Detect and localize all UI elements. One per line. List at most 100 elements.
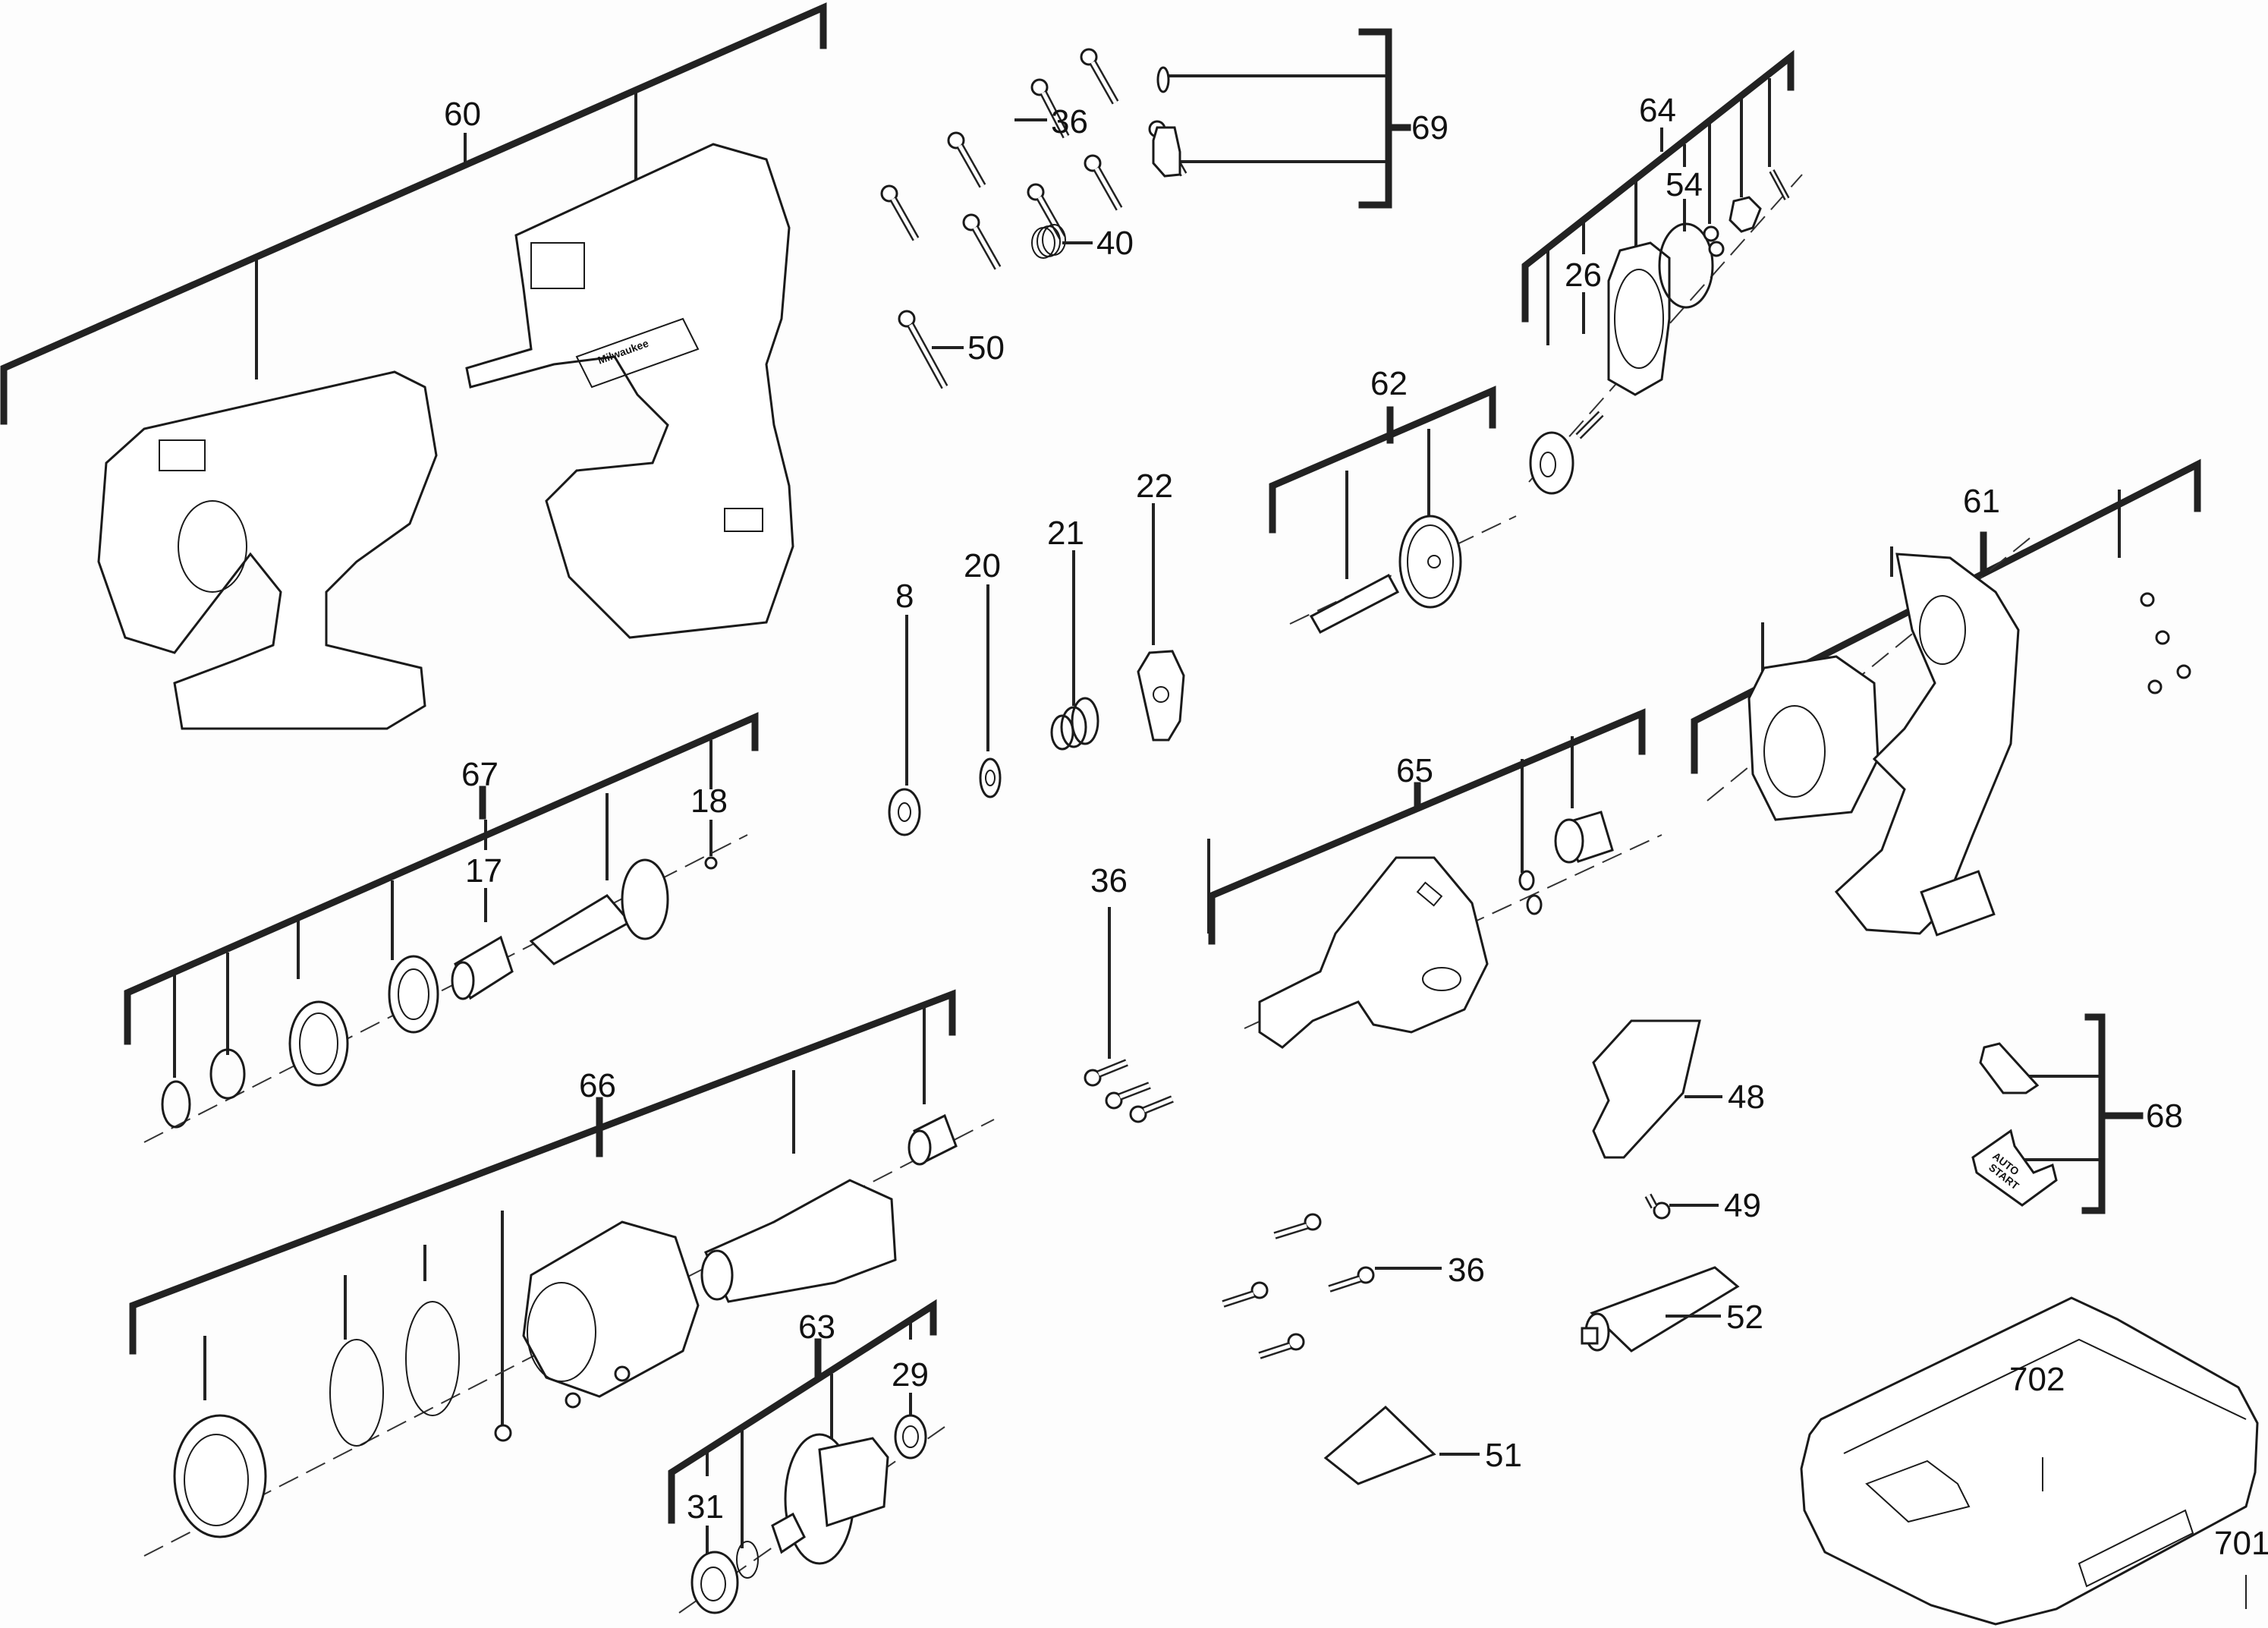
label-701[interactable]: 701 [2214, 1525, 2268, 1562]
clutch-sleeve-66[interactable] [522, 1220, 700, 1398]
label-61[interactable]: 61 [1963, 483, 2000, 520]
retaining-ring-66b[interactable] [405, 1301, 460, 1416]
screw[interactable] [1129, 1095, 1174, 1123]
label-21[interactable]: 21 [1047, 515, 1084, 552]
label-36a[interactable]: 36 [1051, 103, 1088, 140]
label-66[interactable]: 66 [579, 1067, 616, 1104]
shaft-62[interactable] [1309, 573, 1400, 634]
label-50[interactable]: 50 [967, 329, 1005, 367]
washer-8[interactable] [888, 788, 921, 836]
label-67[interactable]: 67 [461, 756, 499, 793]
long-screw-50[interactable] [898, 310, 948, 389]
label-65[interactable]: 65 [1396, 752, 1433, 789]
retaining-ring-66a[interactable] [329, 1339, 384, 1447]
stator-61[interactable] [1747, 655, 1880, 821]
housing-left-half[interactable] [97, 370, 438, 730]
label-36b[interactable]: 36 [1090, 862, 1128, 899]
label-48[interactable]: 48 [1728, 1079, 1765, 1116]
rotor-63[interactable] [818, 1437, 889, 1528]
screw[interactable] [1084, 1059, 1128, 1087]
ball-66[interactable] [565, 1392, 581, 1409]
bearing-67[interactable] [388, 955, 439, 1034]
screw-61[interactable] [2147, 679, 2163, 694]
label-49[interactable]: 49 [1724, 1187, 1761, 1224]
grease-tube-52[interactable] [1590, 1266, 1740, 1352]
carry-case-701[interactable] [1800, 1296, 2259, 1626]
label-69[interactable]: 69 [1411, 109, 1449, 146]
label-8[interactable]: 8 [895, 578, 914, 615]
label-51[interactable]: 51 [1485, 1437, 1522, 1474]
screw-61[interactable] [2140, 592, 2155, 607]
label-31[interactable]: 31 [687, 1488, 724, 1526]
clutch-lever-64[interactable] [1729, 196, 1762, 233]
screw[interactable] [1084, 154, 1123, 211]
gear-62[interactable] [1398, 515, 1462, 609]
label-36c[interactable]: 36 [1448, 1252, 1485, 1289]
label-702[interactable]: 702 [2009, 1361, 2065, 1398]
spindle-67[interactable] [529, 894, 632, 965]
screw-61[interactable] [2176, 664, 2191, 679]
screw[interactable] [1030, 78, 1070, 139]
ball-65[interactable] [1526, 894, 1543, 915]
screw[interactable] [1328, 1266, 1375, 1293]
belt-clip-48[interactable] [1592, 1019, 1701, 1159]
screw[interactable] [1080, 48, 1119, 105]
spring-40[interactable] [1031, 224, 1066, 259]
label-20[interactable]: 20 [964, 547, 1001, 584]
screw[interactable] [1105, 1082, 1151, 1110]
screw[interactable] [880, 184, 920, 241]
label-60[interactable]: 60 [444, 96, 481, 133]
spring-21[interactable] [1050, 697, 1099, 751]
screw-61[interactable] [2155, 630, 2170, 645]
spindle-66[interactable] [704, 1179, 897, 1303]
gear-case-65[interactable] [1258, 856, 1489, 1049]
screw[interactable] [1222, 1281, 1269, 1308]
ball-18[interactable] [704, 856, 718, 870]
screw[interactable] [1258, 1333, 1305, 1359]
torsion-spring[interactable] [1703, 225, 1719, 242]
housing-left-motor-bay [178, 500, 247, 593]
o-ring-54[interactable] [1658, 222, 1714, 309]
clip-67[interactable] [209, 1048, 246, 1100]
autostart-button-68[interactable] [1971, 1129, 2058, 1207]
bearing-64[interactable] [1529, 431, 1574, 495]
label-68[interactable]: 68 [2146, 1097, 2183, 1135]
ball-65[interactable] [1518, 870, 1535, 891]
retaining-ring-63[interactable] [736, 1541, 759, 1579]
label-17[interactable]: 17 [465, 852, 502, 890]
label-29[interactable]: 29 [892, 1356, 929, 1393]
housing-right-half[interactable] [465, 143, 794, 639]
switch-button-68[interactable] [1979, 1042, 2040, 1094]
label-18[interactable]: 18 [690, 783, 728, 820]
screw-49[interactable] [1644, 1193, 1671, 1220]
case-handle[interactable] [2078, 1509, 2194, 1588]
label-52[interactable]: 52 [1726, 1299, 1763, 1336]
screw[interactable] [947, 131, 986, 188]
switch-pcb-61[interactable] [1920, 870, 1996, 937]
label-62[interactable]: 62 [1370, 365, 1408, 402]
bearing-29[interactable] [894, 1414, 927, 1460]
small-spring-69[interactable] [1156, 66, 1170, 93]
clutch-plate-22[interactable] [1137, 650, 1185, 742]
ball-66[interactable] [614, 1365, 631, 1382]
label-26[interactable]: 26 [1565, 257, 1602, 294]
label-64[interactable]: 64 [1639, 92, 1676, 129]
sheet-51[interactable] [1323, 1405, 1436, 1485]
screw[interactable] [962, 213, 1002, 270]
label-63[interactable]: 63 [798, 1308, 835, 1346]
ball-66[interactable] [494, 1424, 512, 1442]
bearing-31[interactable] [690, 1551, 739, 1614]
nosepiece-66[interactable] [173, 1414, 267, 1538]
screw[interactable] [1027, 183, 1066, 240]
grease-tube-cap [1581, 1327, 1599, 1345]
label-54[interactable]: 54 [1666, 166, 1703, 203]
label-22[interactable]: 22 [1136, 468, 1173, 505]
retaining-ring-67[interactable] [161, 1080, 191, 1129]
lock-button-69[interactable] [1152, 126, 1181, 178]
screw[interactable] [1273, 1213, 1322, 1239]
collar-67[interactable] [288, 1000, 349, 1087]
label-40[interactable]: 40 [1096, 225, 1134, 262]
screws-36-bottom: 36 [1222, 1213, 1485, 1359]
motor-electronics-61[interactable] [1834, 553, 2020, 935]
washer-20[interactable] [979, 757, 1002, 798]
